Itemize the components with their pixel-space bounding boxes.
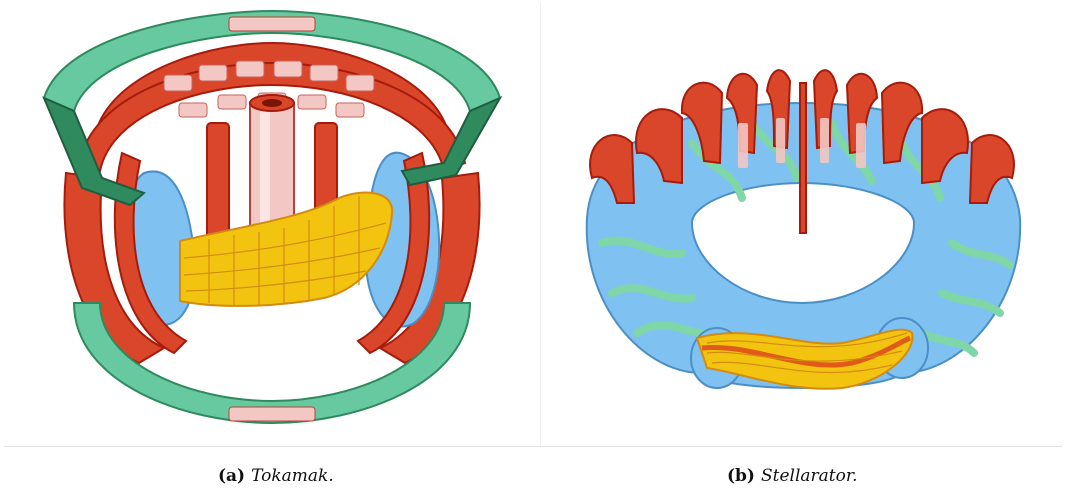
caption-tag-b: (b): [727, 466, 755, 486]
panel-divider: [540, 3, 541, 447]
tokamak-svg: [4, 3, 540, 447]
caption-text-a: Tokamak.: [251, 466, 334, 486]
stellarator-illustration: [542, 3, 1062, 447]
caption-stellarator: (b) Stellarator.: [727, 466, 858, 486]
caption-tag-a: (a): [218, 466, 245, 486]
caption-tokamak: (a) Tokamak.: [218, 466, 334, 486]
panel-a-baseline: [4, 446, 540, 447]
lower-ring-highlight: [229, 407, 315, 421]
caption-text-b: Stellarator.: [761, 466, 858, 486]
upper-ring-highlight: [229, 17, 315, 31]
stellarator-svg: [542, 3, 1062, 447]
tokamak-illustration: [4, 3, 540, 447]
panel-b-baseline: [542, 446, 1062, 447]
